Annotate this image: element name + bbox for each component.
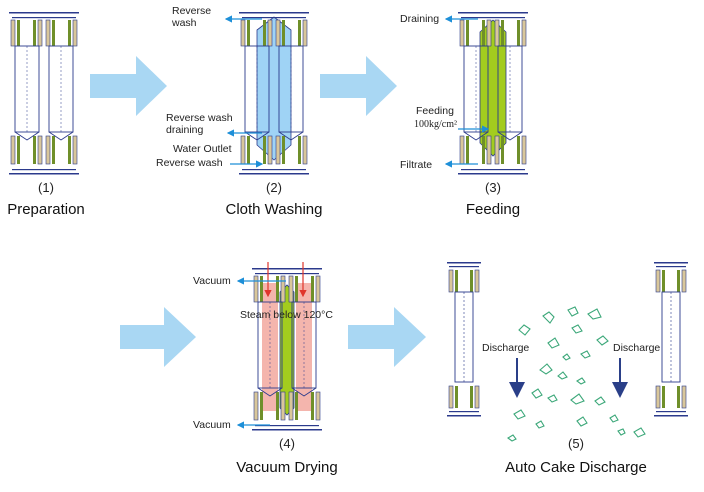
step-2-number: (2) bbox=[266, 180, 282, 195]
step-1-preparation bbox=[8, 11, 80, 175]
label-reverse-wash-draining-1: Reverse wash bbox=[166, 112, 233, 124]
step-2-caption: Cloth Washing bbox=[226, 201, 323, 218]
label-reverse-wash-top-2: wash bbox=[171, 17, 197, 29]
label-feeding: Feeding bbox=[416, 105, 454, 117]
step-1-number: (1) bbox=[38, 180, 54, 195]
label-pressure: 100kg/cm² bbox=[414, 119, 457, 130]
flow-arrow-3-4 bbox=[120, 307, 196, 367]
step-1-caption: Preparation bbox=[7, 201, 85, 218]
step-3-number: (3) bbox=[485, 180, 501, 195]
label-vacuum-bottom: Vacuum bbox=[193, 419, 231, 431]
flow-arrow-2-3 bbox=[320, 56, 397, 116]
label-water-outlet: Water Outlet bbox=[173, 143, 232, 155]
step-5-auto-cake-discharge bbox=[446, 261, 689, 442]
step-4-number: (4) bbox=[279, 436, 295, 451]
step-4-vacuum-drying bbox=[236, 262, 323, 431]
step-3-caption: Feeding bbox=[466, 201, 520, 218]
label-reverse-wash-draining-2: draining bbox=[166, 124, 204, 136]
step-3-feeding bbox=[444, 11, 529, 175]
label-discharge-left: Discharge bbox=[482, 342, 529, 354]
label-vacuum-top: Vacuum bbox=[193, 275, 231, 287]
label-draining: Draining bbox=[400, 13, 439, 25]
step-2-cloth-washing bbox=[224, 11, 310, 175]
label-filtrate: Filtrate bbox=[400, 159, 432, 171]
cake-fragments bbox=[507, 306, 646, 442]
step-5-caption: Auto Cake Discharge bbox=[505, 459, 647, 476]
step-5-number: (5) bbox=[568, 436, 584, 451]
label-reverse-wash: Reverse wash bbox=[156, 157, 223, 169]
step-4-caption: Vacuum Drying bbox=[236, 459, 337, 476]
label-reverse-wash-top-1: Reverse bbox=[172, 5, 211, 17]
label-discharge-right: Discharge bbox=[613, 342, 660, 354]
label-steam: Steam below 120°C bbox=[240, 309, 333, 321]
flow-arrow-1-2 bbox=[90, 56, 167, 116]
flow-arrow-4-5 bbox=[348, 307, 426, 367]
